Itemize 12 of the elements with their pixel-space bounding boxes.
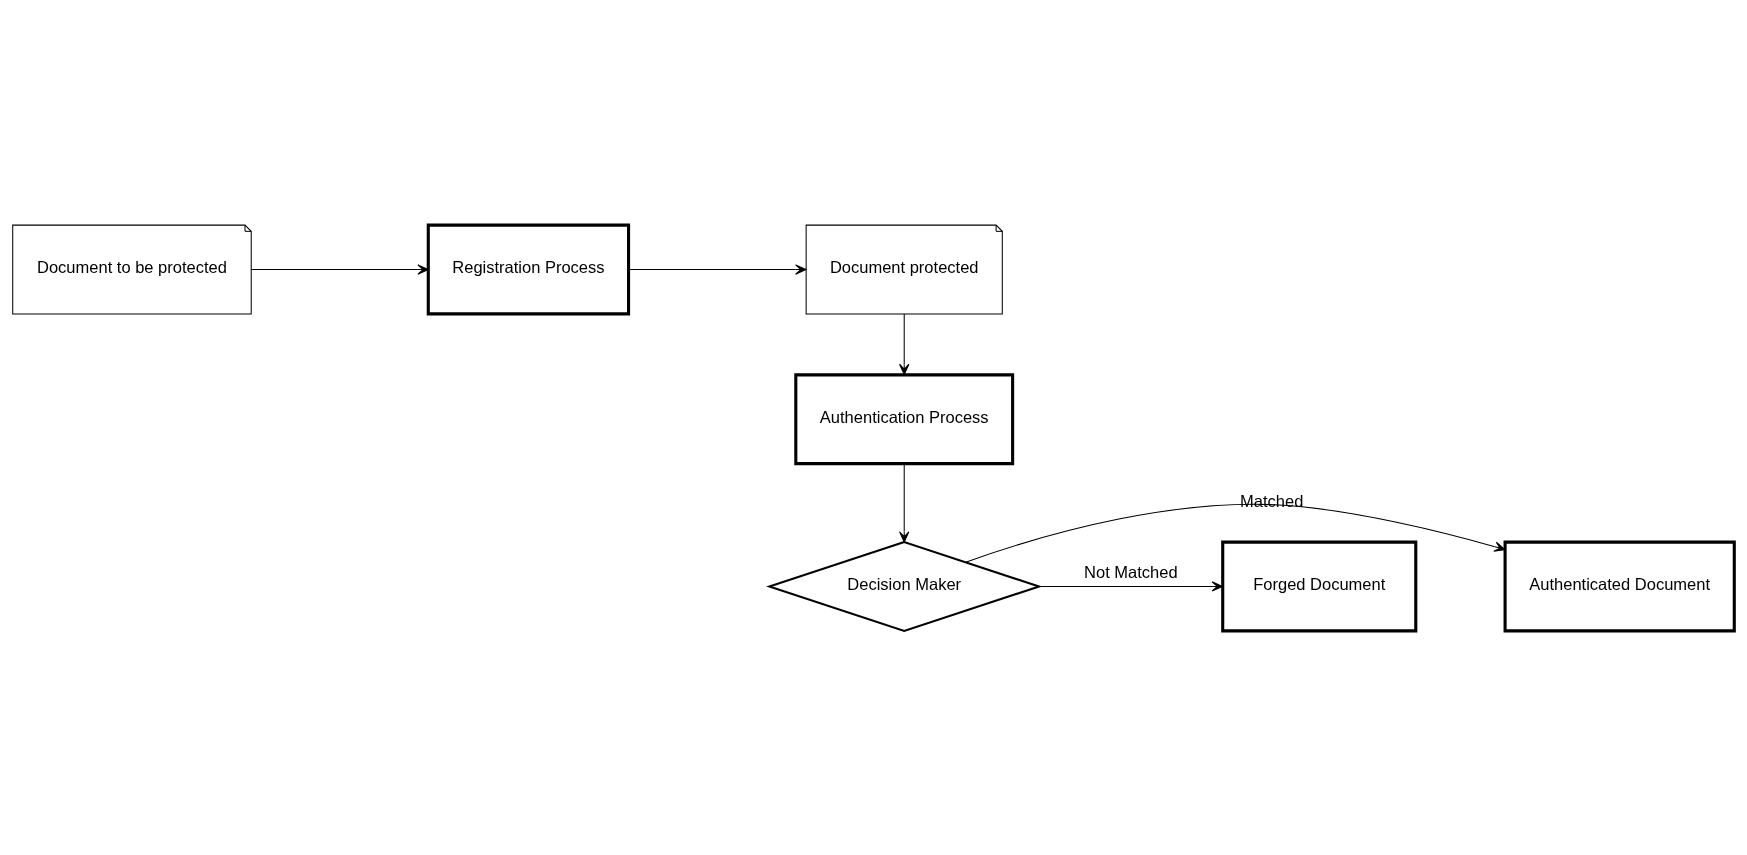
- node-box: Forged Document: [1221, 540, 1418, 632]
- node-box: Registration Process: [426, 223, 631, 315]
- edge-label: Not Matched: [1084, 562, 1178, 581]
- arrow: [1038, 580, 1223, 592]
- arrow: [965, 503, 1506, 563]
- arrow: [899, 313, 910, 375]
- arrow: [628, 263, 807, 275]
- node-box: Authenticated Document: [1503, 540, 1736, 632]
- edge-label: Matched: [1240, 491, 1304, 510]
- arrow: [250, 263, 429, 275]
- node-box: Authentication Process: [794, 372, 1015, 465]
- arrow: [899, 462, 910, 543]
